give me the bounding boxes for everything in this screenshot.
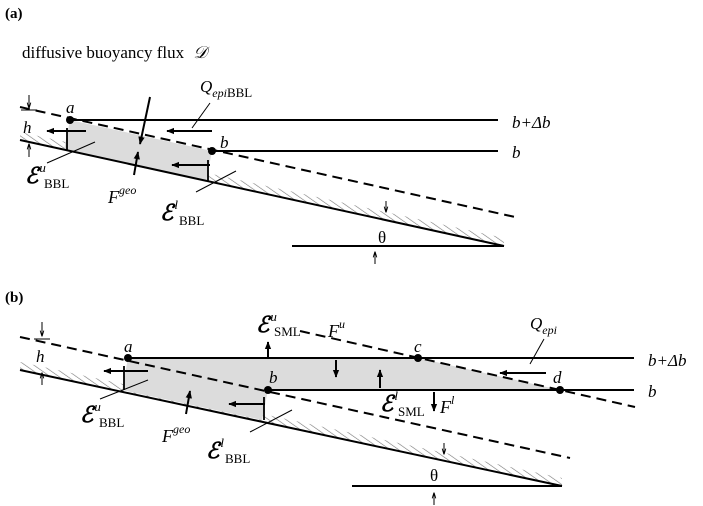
q-epi-bbl-label: QepiBBL bbox=[200, 77, 252, 100]
eps-l-bbl-label: ℰl bbox=[160, 197, 178, 225]
point-a-label: a bbox=[66, 98, 75, 117]
eps-u-bbl-sup: u bbox=[94, 399, 101, 414]
isopycnal-lower-label: b bbox=[648, 382, 657, 401]
f-geo-main: F bbox=[161, 426, 174, 446]
f-geo-arrow bbox=[185, 390, 192, 415]
isopycnal-lower-label: b bbox=[512, 143, 521, 162]
point-b-marker bbox=[208, 147, 216, 155]
bbl-top-dashed-line bbox=[19, 106, 516, 218]
isopycnal-upper-label: b+Δb bbox=[512, 113, 550, 132]
eps-u-sml-sup: u bbox=[270, 309, 277, 324]
eps-u-bbl-label: ℰu bbox=[25, 160, 46, 188]
panel-b: (b) a b c d b+Δb b h bbox=[5, 290, 686, 505]
f-u-label: Fu bbox=[327, 317, 345, 341]
theta-label: θ bbox=[378, 228, 386, 247]
eps-u-bbl-main: ℰ bbox=[25, 163, 41, 188]
f-l-sup: l bbox=[451, 393, 455, 407]
eps-l-bbl-leader bbox=[195, 170, 237, 193]
eps-l-bbl-leader bbox=[249, 409, 293, 433]
eps-u-bbl-main: ℰ bbox=[80, 402, 96, 427]
f-u-sup: u bbox=[339, 317, 345, 331]
q-epi-sub: epi bbox=[542, 323, 557, 337]
eps-u-bbl-sup: u bbox=[39, 160, 46, 175]
point-d-label: d bbox=[553, 368, 562, 387]
panel-a: (a) diffusive buoyancy flux 𝒟 a b b+Δb b bbox=[5, 6, 550, 264]
f-geo-label: Fgeo bbox=[161, 422, 190, 446]
bbl-top-dashed-line bbox=[19, 336, 571, 459]
f-geo-sup: geo bbox=[119, 183, 136, 197]
eps-u-bbl-subscript: BBL bbox=[99, 415, 124, 430]
eps-l-sml-subscript: SML bbox=[398, 404, 425, 419]
point-b-label: b bbox=[269, 368, 278, 387]
point-b-marker bbox=[264, 386, 272, 394]
q-epi-bbl-main: Q bbox=[200, 77, 212, 96]
eps-l-sml-sup: l bbox=[394, 388, 398, 403]
bbl-wedge-shading bbox=[64, 120, 212, 182]
point-b-label: b bbox=[220, 133, 229, 152]
sloped-bottom-line bbox=[19, 139, 505, 247]
diffusive-flux-arrow bbox=[138, 96, 151, 145]
point-c-label: c bbox=[414, 337, 422, 356]
buoyancy-flux-caption-text: diffusive buoyancy flux bbox=[22, 43, 185, 62]
eps-l-sml-main: ℰ bbox=[380, 391, 396, 416]
point-c-marker bbox=[414, 354, 422, 362]
q-epi-leader bbox=[529, 338, 545, 365]
eps-u-sml-main: ℰ bbox=[256, 312, 272, 337]
q-epi-bbl-sub: epi bbox=[212, 86, 227, 100]
isopycnal-upper-label: b+Δb bbox=[648, 351, 686, 370]
eps-u-bbl-label: ℰu bbox=[80, 399, 101, 427]
f-u-main: F bbox=[327, 321, 340, 341]
f-geo-main: F bbox=[107, 187, 120, 207]
eps-l-bbl-label: ℰl bbox=[206, 435, 224, 463]
f-l-label: Fl bbox=[439, 393, 455, 417]
point-a-label: a bbox=[124, 337, 133, 356]
eps-u-sml-subscript: SML bbox=[274, 324, 301, 339]
panel-a-label: (a) bbox=[5, 6, 23, 22]
sml-base-dashed-line bbox=[299, 330, 636, 408]
theta-label: θ bbox=[430, 466, 438, 485]
eps-l-bbl-sup: l bbox=[220, 435, 224, 450]
eps-l-bbl-sup: l bbox=[174, 197, 178, 212]
q-epi-bbl-sub2: BBL bbox=[227, 85, 252, 100]
f-l-main: F bbox=[439, 397, 452, 417]
point-a-marker bbox=[124, 354, 132, 362]
thickness-h-label: h bbox=[23, 118, 32, 137]
eps-l-bbl-main: ℰ bbox=[160, 200, 176, 225]
q-epi-bbl-leader bbox=[191, 102, 211, 129]
sloped-bottom-line bbox=[19, 369, 563, 487]
eps-l-bbl-subscript: BBL bbox=[225, 451, 250, 466]
eps-l-bbl-main: ℰ bbox=[206, 438, 222, 463]
point-d-marker bbox=[556, 386, 564, 394]
eps-u-bbl-leader bbox=[99, 379, 149, 400]
diffusive-flux-symbol: 𝒟 bbox=[193, 43, 210, 62]
buoyancy-flux-caption: diffusive buoyancy flux 𝒟 bbox=[22, 43, 210, 62]
point-a-marker bbox=[66, 116, 74, 124]
eps-l-bbl-subscript: BBL bbox=[179, 213, 204, 228]
q-epi-label: Qepi bbox=[530, 314, 557, 337]
eps-l-sml-label: ℰl bbox=[380, 388, 398, 416]
eps-u-bbl-subscript: BBL bbox=[44, 176, 69, 191]
q-epi-main: Q bbox=[530, 314, 542, 333]
thickness-h-label: h bbox=[36, 347, 45, 366]
panel-b-label: (b) bbox=[5, 290, 23, 306]
eps-u-bbl-leader bbox=[46, 141, 96, 164]
eps-u-sml-label: ℰu bbox=[256, 309, 277, 337]
f-geo-arrow bbox=[133, 151, 140, 176]
f-geo-label: Fgeo bbox=[107, 183, 136, 207]
f-geo-sup: geo bbox=[173, 422, 190, 436]
